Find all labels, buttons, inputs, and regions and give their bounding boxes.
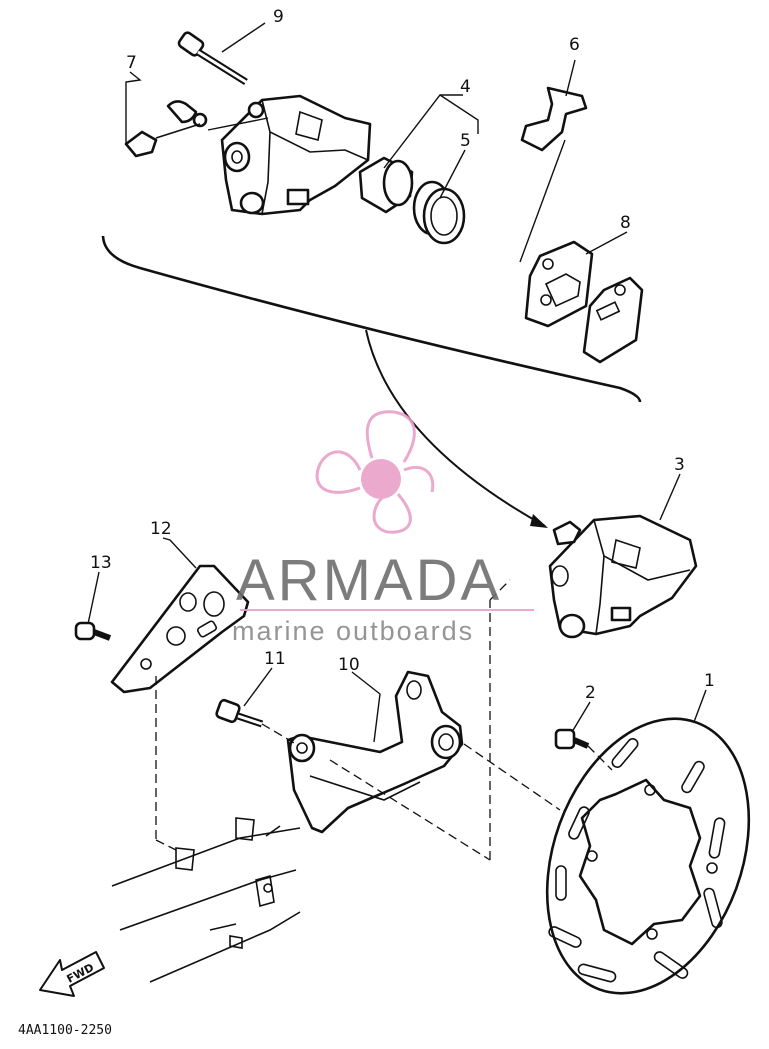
exploded-group-bracket [101,235,642,403]
bracket-bolt [74,621,112,641]
callout-13: 13 [90,553,112,573]
caliper-body-exploded [220,94,372,216]
callout-7: 7 [126,53,137,73]
watermark-brand: ARMADA [236,548,502,613]
callout-leaders [87,22,707,743]
piston-seals [412,180,466,245]
callout-5: 5 [460,131,471,151]
brake-disc [545,717,751,995]
caliper-bracket-arm [286,670,464,834]
disc-bolt [554,728,590,750]
arm-bolt [215,698,264,728]
swingarm-outline [111,817,301,983]
callout-4: 4 [460,77,471,97]
pad-spring [520,86,588,152]
callout-10: 10 [338,655,360,675]
forward-direction-arrow: FWD [39,951,105,997]
callout-3: 3 [674,455,685,475]
callout-6: 6 [569,35,580,55]
caliper-piston [358,156,414,214]
callout-12: 12 [150,519,172,539]
slide-pin-bolt [177,31,248,85]
callout-2: 2 [585,683,596,703]
callout-1: 1 [704,671,715,691]
propeller-hub-icon [361,459,401,499]
callout-9: 9 [273,7,284,27]
caliper-bracket-plate [110,564,250,694]
assembly-guide-lines [155,579,613,861]
propeller-logo-icon [315,410,435,534]
assembly-arrow [365,329,546,527]
callout-11: 11 [264,649,286,669]
diagram-code: 4AA1100-2250 [18,1023,112,1038]
callout-8: 8 [620,213,631,233]
rear-brake-caliper-assembly [548,514,698,639]
bleeder-screw [124,100,208,158]
brake-pads [524,240,644,364]
armada-watermark: ARMADA marine outboards [232,410,534,646]
assembly-arrowhead [530,514,548,528]
watermark-tagline: marine outboards [232,616,474,646]
